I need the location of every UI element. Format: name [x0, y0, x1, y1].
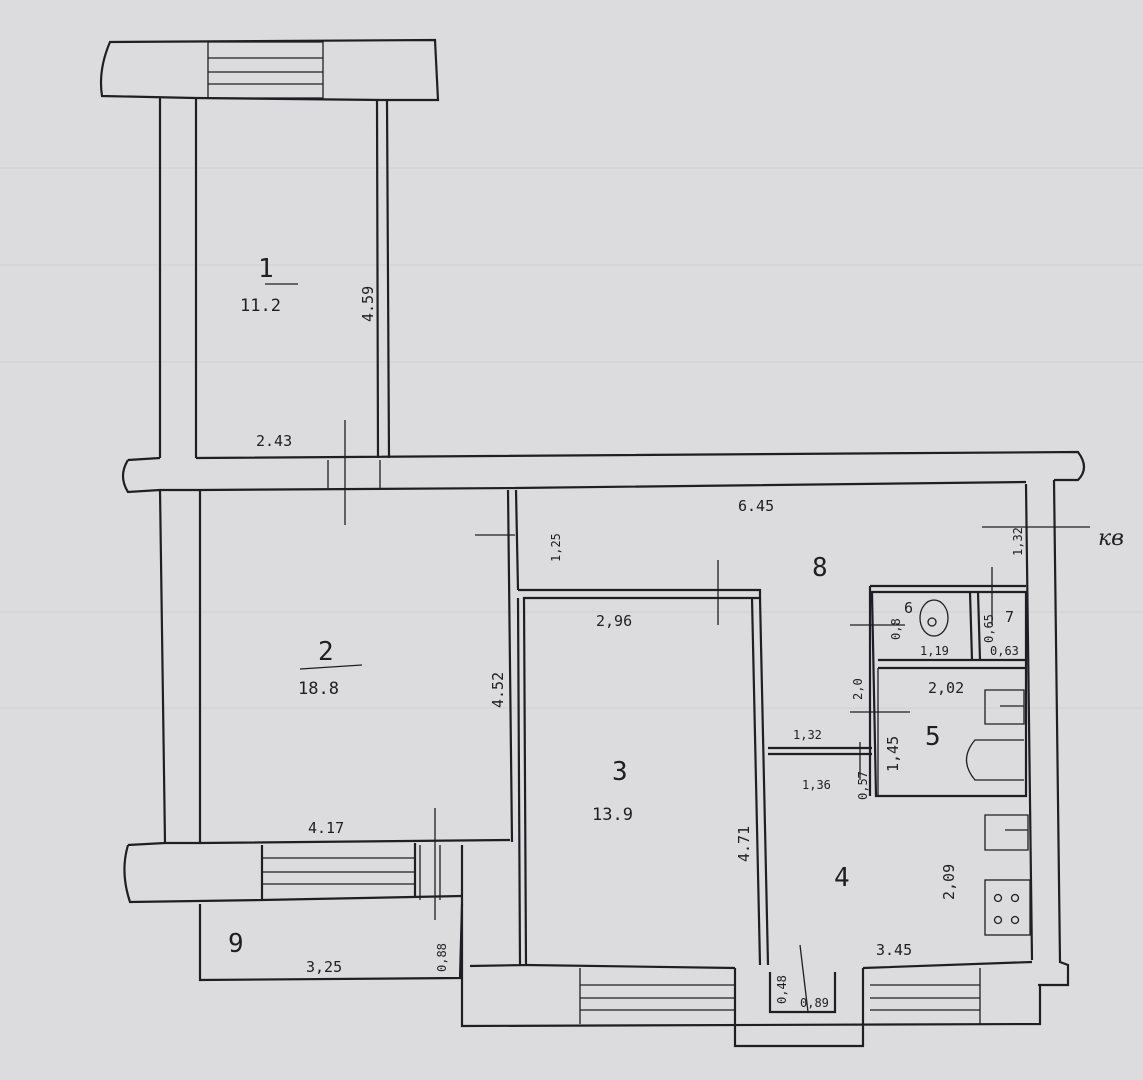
dim-room-7-length: 0,65 — [982, 614, 996, 643]
room-1-right-wall — [375, 99, 391, 459]
room-2-right-wall — [506, 489, 520, 843]
room-2-number: 2 — [318, 637, 334, 667]
window-room-4 — [870, 968, 981, 1024]
dim-room-6-length: 0,8 — [889, 618, 903, 640]
bathtub — [965, 739, 1024, 781]
window-room-3 — [579, 968, 735, 1024]
dim-room-3-width: 2,96 — [596, 612, 632, 630]
dim-room-7-width: 0,63 — [990, 644, 1019, 658]
window-room-1 — [207, 41, 324, 99]
room-7-number: 7 — [1005, 608, 1014, 626]
right-outer-wall — [1024, 479, 1070, 987]
walls — [99, 38, 1086, 1048]
dim-balcony-length: 3,25 — [306, 958, 342, 976]
kitchen-sink — [984, 814, 1029, 851]
dim-room-2-width: 4.17 — [308, 819, 344, 837]
room-4-number: 4 — [834, 863, 850, 893]
dim-room-4-width: 3.45 — [876, 941, 912, 959]
room-6-number: 6 — [904, 599, 913, 617]
wc-block — [878, 591, 1026, 670]
room-9-number: 9 — [228, 929, 244, 959]
room-3-number: 3 — [612, 757, 628, 787]
left-outer-wall — [158, 98, 198, 458]
room-1-number: 1 — [258, 254, 274, 284]
dim-hall-width: 1,32 — [793, 728, 822, 742]
middle-horizontal-wall — [121, 450, 1086, 494]
bathroom-block — [868, 584, 1028, 798]
toilet-drain — [927, 617, 937, 627]
ventilation-niche — [733, 968, 865, 1048]
dim-niche-depth: 0,48 — [775, 975, 789, 1004]
dim-room-3-length: 4.71 — [735, 826, 753, 862]
bottom-wall-room-2 — [123, 838, 511, 904]
dim-room-5-width: 2,02 — [928, 679, 964, 697]
room-3-right-wall — [750, 597, 770, 966]
dim-bath-depth: 2,0 — [851, 678, 865, 700]
stove — [984, 879, 1031, 936]
dim-balcony-depth: 0,88 — [435, 943, 449, 972]
left-outer-wall-lower — [158, 489, 202, 844]
toilet — [919, 599, 949, 637]
dim-door-gap: 0,57 — [856, 771, 870, 800]
room-5-number: 5 — [925, 722, 941, 752]
hall-partition — [768, 746, 872, 756]
handwritten-note: кв — [1098, 526, 1124, 551]
paper-lines — [0, 167, 1143, 709]
dim-room-6-width: 1,19 — [920, 644, 949, 658]
bottom-wall-rooms-3-4 — [460, 845, 1042, 1028]
dim-corridor-width-a: 1,25 — [549, 533, 563, 562]
dim-room-1-width: 2.43 — [256, 432, 292, 450]
room-2-area: 18.8 — [298, 679, 339, 699]
dim-room-1-length: 4.59 — [359, 286, 377, 322]
dim-corridor-width-b: 1,32 — [1011, 527, 1025, 556]
dim-corridor-length: 6.45 — [738, 497, 774, 515]
dim-hall-offset: 1,36 — [802, 778, 831, 792]
dim-niche-width: 0,89 — [800, 996, 829, 1010]
sink — [984, 689, 1025, 725]
dim-room-2-length: 4.52 — [489, 672, 507, 708]
dimension-lines — [265, 283, 1090, 1013]
dim-room-5-length: 1,45 — [884, 736, 902, 772]
room-8-number: 8 — [812, 553, 828, 583]
window-room-2 — [262, 857, 415, 885]
room-3-walls — [469, 588, 762, 968]
dim-room-4-length: 2,09 — [940, 864, 958, 900]
room-3-area: 13.9 — [592, 805, 633, 825]
balcony-door — [419, 845, 441, 900]
top-outer-wall — [99, 38, 440, 102]
room-1-area: 11.2 — [240, 296, 281, 316]
